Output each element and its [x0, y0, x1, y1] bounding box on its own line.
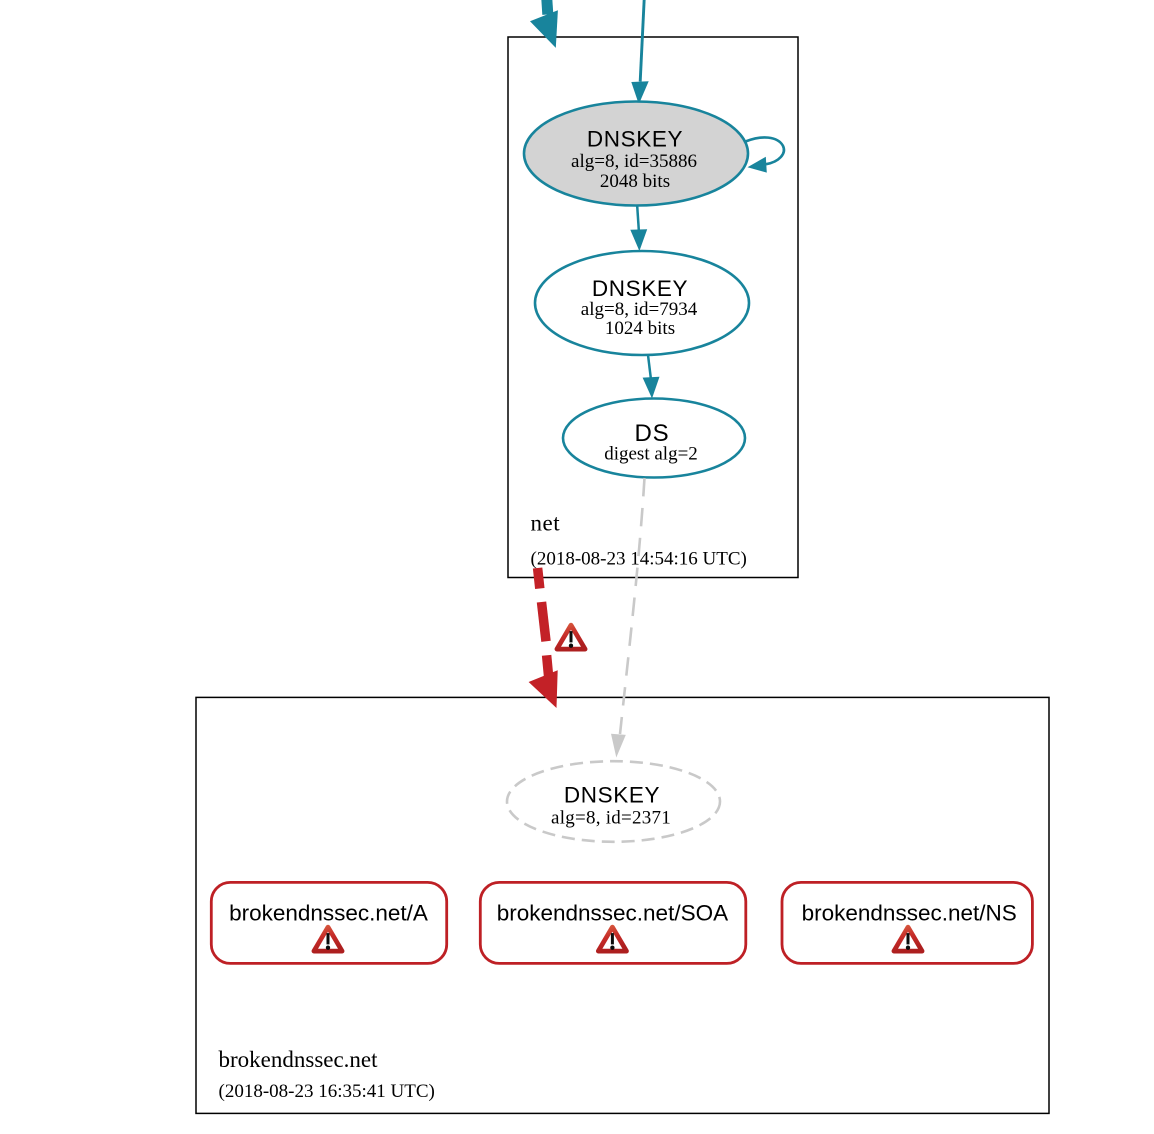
svg-text:(2018-08-23 14:54:16 UTC): (2018-08-23 14:54:16 UTC): [531, 549, 747, 570]
svg-text:(2018-08-23 16:35:41 UTC): (2018-08-23 16:35:41 UTC): [219, 1081, 435, 1102]
svg-text:brokendnssec.net: brokendnssec.net: [219, 1047, 379, 1072]
svg-text:alg=8, id=7934: alg=8, id=7934: [581, 299, 698, 320]
svg-text:DS: DS: [635, 420, 670, 447]
svg-text:1024 bits: 1024 bits: [605, 318, 675, 339]
svg-text:net: net: [531, 511, 561, 536]
svg-text:brokendnssec.net/SOA: brokendnssec.net/SOA: [497, 901, 728, 926]
svg-text:DNSKEY: DNSKEY: [587, 127, 683, 152]
svg-text:2048 bits: 2048 bits: [600, 171, 670, 192]
svg-text:brokendnssec.net/A: brokendnssec.net/A: [229, 901, 428, 926]
svg-text:DNSKEY: DNSKEY: [564, 783, 660, 808]
svg-text:brokendnssec.net/NS: brokendnssec.net/NS: [802, 901, 1017, 926]
svg-text:alg=8, id=35886: alg=8, id=35886: [571, 151, 697, 172]
svg-text:digest alg=2: digest alg=2: [604, 444, 698, 465]
svg-text:DNSKEY: DNSKEY: [592, 276, 688, 301]
svg-text:alg=8, id=2371: alg=8, id=2371: [551, 808, 671, 829]
